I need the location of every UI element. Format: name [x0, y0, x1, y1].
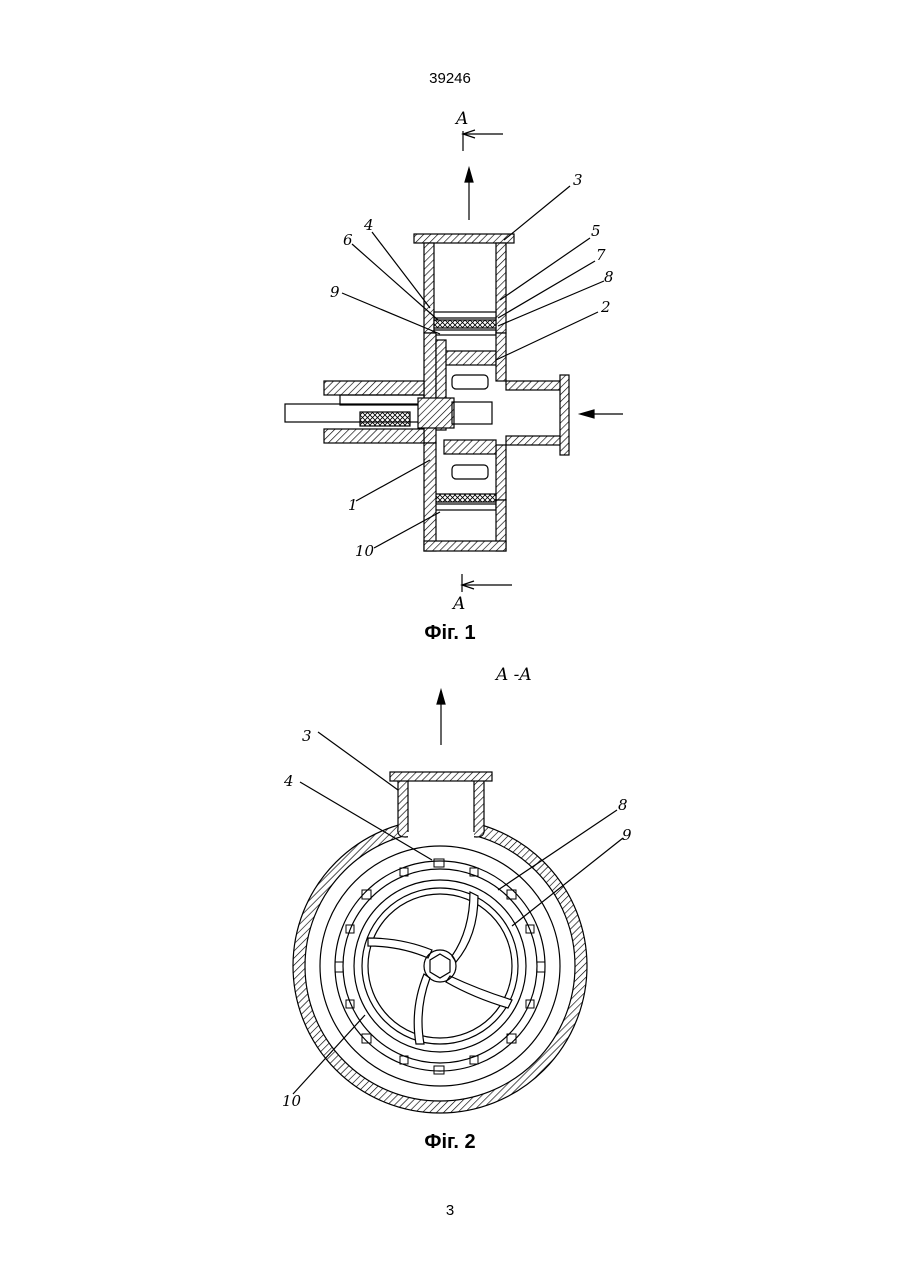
- fig2-label-10: 10: [282, 1092, 302, 1110]
- section-mark-top: A: [454, 109, 468, 129]
- fig1-label-7: 7: [596, 246, 606, 264]
- fig2-label-4: 4: [283, 772, 294, 790]
- section-mark-bottom: A: [451, 594, 465, 614]
- page-number: 3: [0, 1202, 900, 1219]
- fig1-label-10: 10: [355, 542, 375, 560]
- fig1-label-6: 6: [343, 231, 353, 249]
- figure-2-caption: Фіг. 2: [0, 1131, 900, 1154]
- fig1-label-9: 9: [330, 283, 340, 301]
- fig1-label-4: 4: [363, 216, 374, 234]
- fig1-label-5: 5: [591, 222, 601, 240]
- fig2-label-3: 3: [302, 727, 312, 745]
- fig1-label-8: 8: [604, 268, 614, 286]
- fig2-label-9: 9: [622, 826, 632, 844]
- fig2-label-8: 8: [618, 796, 628, 814]
- figure-1-caption: Фіг. 1: [0, 622, 900, 645]
- section-title: A -A: [494, 665, 532, 685]
- fig1-label-1: 1: [348, 496, 358, 514]
- fig1-label-2: 2: [600, 298, 611, 316]
- figure-2-drawing: [293, 690, 623, 1113]
- fig1-label-3: 3: [573, 171, 583, 189]
